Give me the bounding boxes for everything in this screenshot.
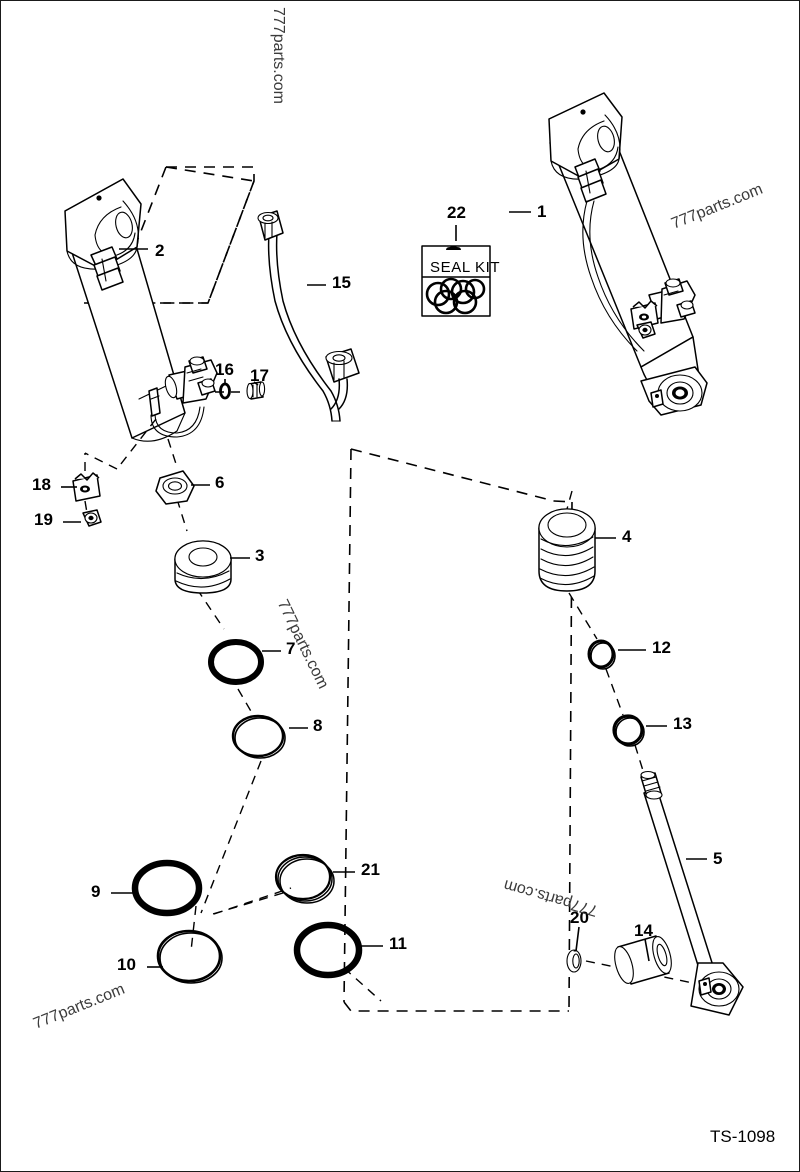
part-19-nut — [82, 509, 102, 527]
part-2-cylinder-body — [64, 178, 194, 442]
callout-12: 12 — [652, 638, 671, 657]
part-1-clip-nut — [636, 321, 656, 339]
callout-11: 11 — [389, 934, 407, 953]
part-15-mid-nut — [325, 348, 360, 383]
callout-3: 3 — [255, 546, 265, 565]
part-2-bleed-pin — [148, 387, 161, 417]
part-16-oring — [219, 382, 231, 400]
callout-2: 2 — [155, 241, 165, 260]
callout-10: 10 — [117, 955, 136, 974]
callout-17: 17 — [250, 366, 269, 385]
callout-18: 18 — [32, 475, 51, 494]
callout-4: 4 — [622, 527, 632, 546]
part-22-seal-kit-box — [421, 245, 491, 317]
part-12-ring — [587, 639, 616, 670]
part-5-rod — [640, 770, 744, 1016]
callout-1: 1 — [537, 202, 547, 221]
part-9-oring — [131, 859, 203, 917]
callout-13: 13 — [673, 714, 692, 733]
callout-16: 16 — [215, 360, 234, 379]
part-1-cylinder-assembly — [548, 92, 708, 416]
callout-5: 5 — [713, 849, 723, 868]
part-6-nut — [155, 470, 195, 505]
part-3-gland — [174, 540, 232, 594]
callout-6: 6 — [215, 473, 225, 492]
part-2-hose-loop — [150, 406, 205, 438]
callout-8: 8 — [313, 716, 323, 735]
part-8-backup-ring — [231, 714, 286, 759]
part-2-port-fitting — [90, 246, 124, 291]
callout-15: 15 — [332, 273, 351, 292]
part-15-top-nut — [257, 210, 284, 241]
dashed-boundary-lower — [343, 448, 573, 1012]
callout-9: 9 — [91, 882, 101, 901]
part-18-clip — [72, 472, 101, 502]
callout-21: 21 — [361, 860, 380, 879]
callout-22: 22 — [447, 203, 466, 222]
seal-kit-rings — [425, 277, 486, 315]
part-4-piston — [538, 508, 596, 592]
exploded-axis-left — [84, 418, 292, 952]
part-1-valve-block — [648, 278, 696, 324]
part-14-bushing — [614, 935, 672, 985]
part-11-oring — [293, 921, 363, 979]
part-7-oring — [208, 639, 264, 685]
leader-lines — [61, 211, 707, 968]
part-21-retaining-ring — [274, 853, 335, 904]
callout-20: 20 — [570, 908, 589, 927]
callout-14: 14 — [634, 921, 653, 940]
part-13-ring — [612, 714, 645, 747]
part-10-backup-ring — [156, 929, 223, 984]
seal-kit-label: SEAL KIT — [430, 259, 501, 276]
valve-block-assembly — [164, 356, 218, 404]
part-15-tube — [257, 210, 360, 422]
part-17-fitting — [246, 381, 266, 400]
callout-19: 19 — [34, 510, 53, 529]
callout-7: 7 — [286, 639, 296, 658]
figure-number: TS-1098 — [710, 1127, 776, 1146]
part-20-washer — [566, 949, 582, 973]
watermark: 777parts.com — [270, 7, 287, 104]
